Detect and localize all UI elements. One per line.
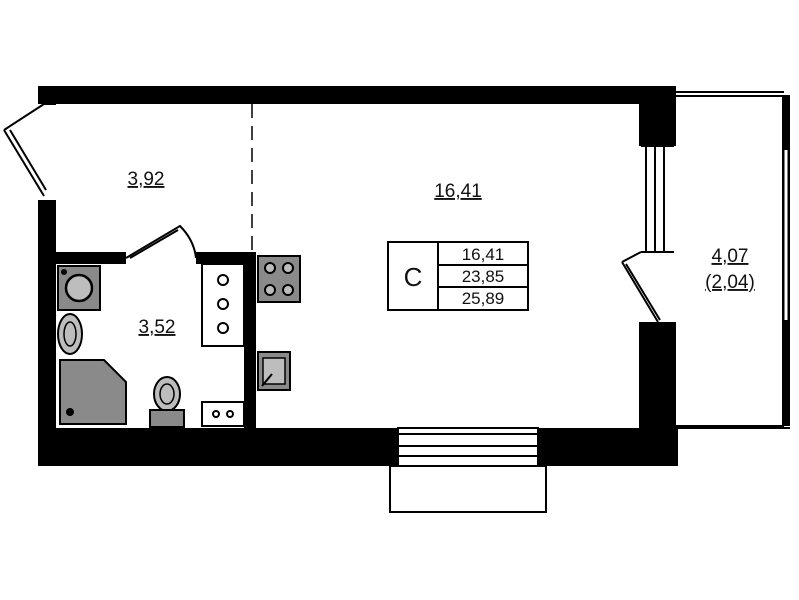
bathroom-door bbox=[125, 224, 197, 259]
balcony-reduced-area-label: (2,04) bbox=[705, 272, 755, 293]
kitchen-sink bbox=[257, 351, 291, 391]
total-with-balcony-value: 25,89 bbox=[462, 289, 505, 308]
living-area-label: 16,41 bbox=[434, 181, 482, 202]
total-area-value: 23,85 bbox=[462, 267, 505, 286]
wall-right-upper bbox=[639, 86, 676, 146]
bathroom-cabinet bbox=[201, 263, 245, 427]
bathroom-sink bbox=[57, 313, 83, 355]
hall-area-label: 3,92 bbox=[128, 169, 165, 190]
wall-bathroom-top-left bbox=[56, 252, 126, 264]
wall-left bbox=[38, 200, 56, 466]
apartment-type-label: С bbox=[404, 262, 423, 292]
wall-left-upper bbox=[38, 86, 56, 104]
shower-tray bbox=[59, 359, 127, 425]
toilet bbox=[149, 376, 185, 428]
area-summary-table bbox=[387, 241, 529, 311]
bathroom-area-label: 3,52 bbox=[139, 317, 176, 338]
washing-machine bbox=[57, 265, 101, 311]
window-bottom bbox=[389, 427, 547, 513]
wall-bathroom-right bbox=[244, 252, 256, 428]
kitchen-stove bbox=[257, 255, 301, 303]
wall-bottom-left bbox=[38, 428, 398, 466]
window-right bbox=[641, 145, 674, 253]
balcony-area-label: 4,07 bbox=[712, 246, 749, 267]
wall-bathroom-top-right bbox=[196, 252, 256, 264]
living-area-value: 16,41 bbox=[462, 245, 505, 264]
wall-top bbox=[38, 86, 676, 104]
entrance-door bbox=[3, 103, 56, 200]
balcony-frame bbox=[676, 91, 790, 429]
wall-right-lower bbox=[639, 322, 676, 466]
balcony-door bbox=[621, 251, 661, 323]
walls bbox=[38, 86, 790, 466]
